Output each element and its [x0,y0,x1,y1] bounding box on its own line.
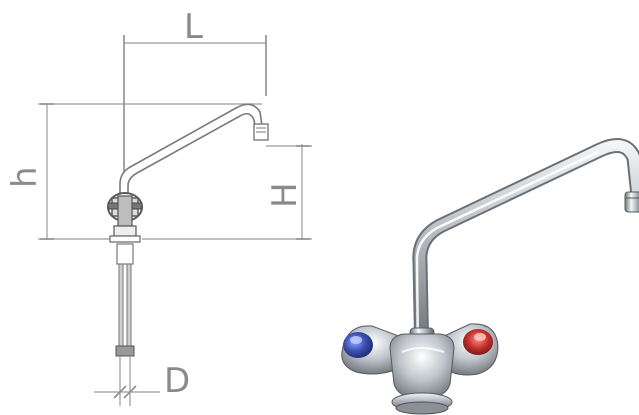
dimension-h-overall-label: h [5,166,45,188]
cold-handle [341,325,405,375]
dimension-h-spout: H [142,144,312,240]
hot-handle [439,323,499,376]
valve-body [107,192,143,243]
dimension-l-label: L [184,7,203,47]
dimension-l: L [123,7,267,172]
faucet-photo [341,138,639,415]
dimension-d: D [94,356,190,406]
spout-outline [119,103,269,196]
dimension-h-spout-label: H [265,182,305,208]
supply-tubes [115,243,135,357]
dimension-d-label: D [164,361,190,401]
dimension-h-overall: h [5,103,262,240]
technical-drawing: L h H [5,7,312,406]
